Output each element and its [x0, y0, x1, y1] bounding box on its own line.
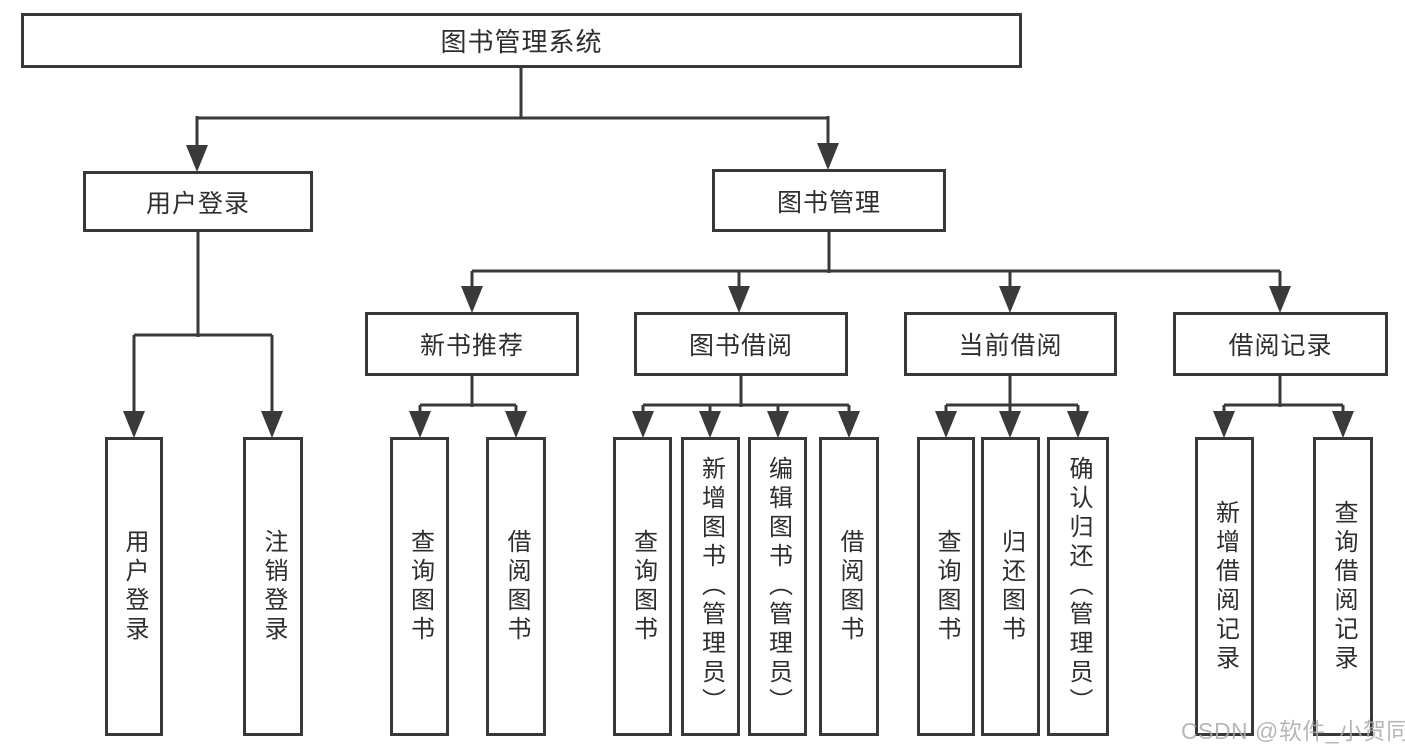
node-book-management: 图书管理	[712, 169, 946, 232]
leaf-query-books-borrow: 查询图书	[613, 437, 672, 736]
leaf-add-books-admin: 新增图书（管理员）	[681, 437, 740, 736]
arrowheads	[123, 143, 1354, 438]
leaf-borrow-books: 借阅图书	[819, 437, 879, 736]
leaf-add-borrow-record: 新增借阅记录	[1195, 437, 1254, 736]
leaf-edit-books-admin: 编辑图书（管理员）	[748, 437, 807, 736]
leaf-query-borrow-record: 查询借阅记录	[1313, 437, 1373, 736]
node-user-login: 用户登录	[83, 171, 313, 232]
csdn-watermark: CSDN @软件_小贺同学	[1181, 718, 1405, 744]
leaf-user-login: 用户登录	[105, 437, 163, 736]
node-new-book-recommendation: 新书推荐	[365, 312, 579, 376]
leaf-borrow-books-recommend: 借阅图书	[486, 437, 546, 736]
node-library-management-system: 图书管理系统	[21, 13, 1022, 68]
leaf-query-books-current: 查询图书	[917, 437, 975, 736]
leaf-query-books-recommend: 查询图书	[390, 437, 449, 736]
connector-line	[132, 68, 1345, 416]
node-current-borrowing: 当前借阅	[904, 312, 1117, 376]
leaf-confirm-return-admin: 确认归还（管理员）	[1047, 437, 1109, 736]
leaf-return-books: 归还图书	[981, 437, 1040, 736]
node-borrowing-records: 借阅记录	[1173, 312, 1388, 376]
leaf-logout: 注销登录	[243, 437, 303, 736]
node-book-borrowing: 图书借阅	[634, 312, 848, 376]
